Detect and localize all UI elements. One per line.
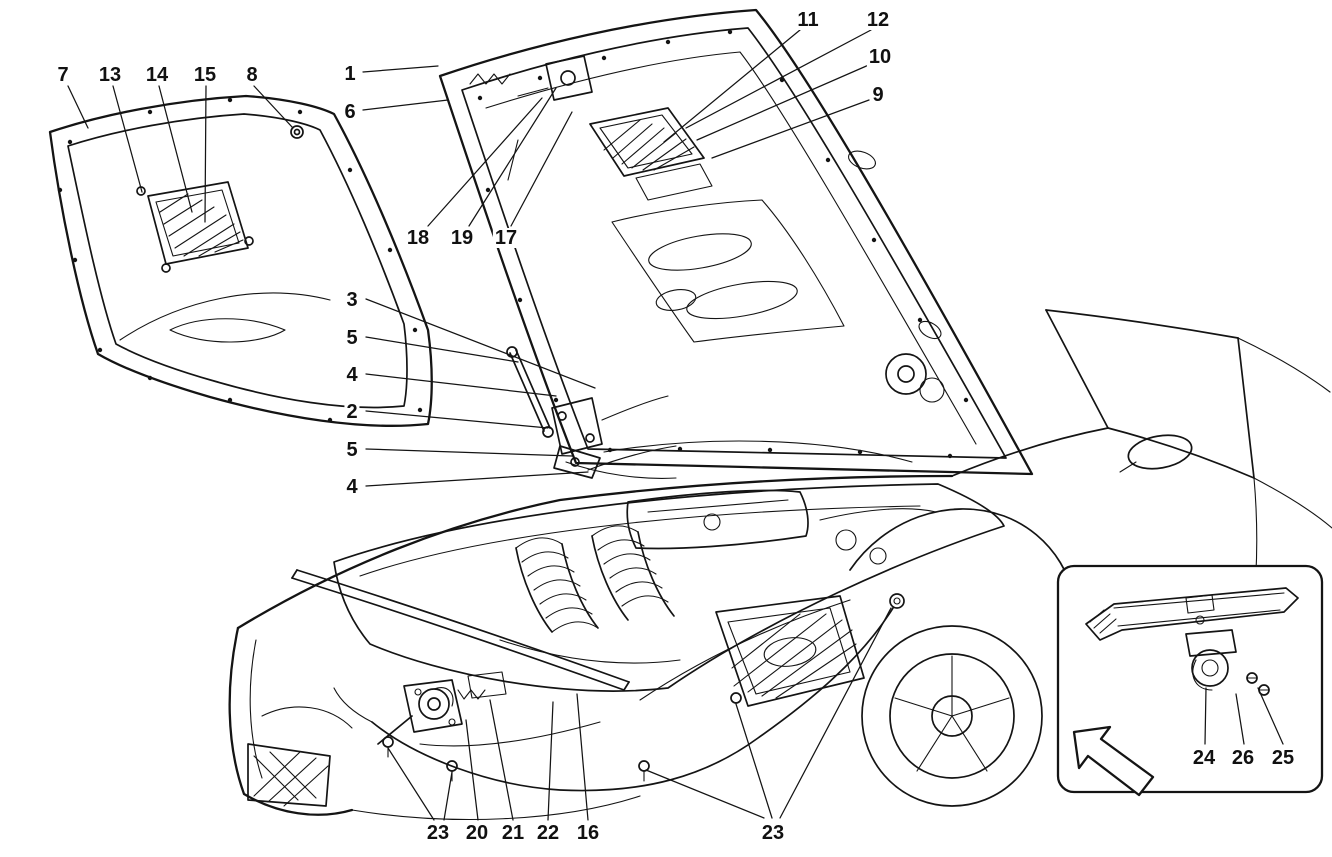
callout-21: 21: [499, 822, 527, 844]
callout-9: 9: [870, 84, 886, 106]
grille-hatch: [159, 193, 244, 257]
insulation-panel: [48, 94, 433, 427]
callout-7: 7: [55, 64, 71, 86]
engine: [499, 440, 937, 664]
callout-2: 2: [344, 401, 360, 423]
callout-4b: 4: [344, 476, 360, 498]
callout-14: 14: [143, 64, 171, 86]
callout-3: 3: [344, 289, 360, 311]
callout-23b: 23: [759, 822, 787, 844]
inset-latch-part: [1185, 594, 1270, 696]
panel-rivets: [57, 97, 423, 423]
callout-12: 12: [864, 9, 892, 31]
callout-6: 6: [342, 101, 358, 123]
hood-striker: [469, 55, 593, 181]
callout-26: 26: [1229, 747, 1257, 769]
callout-19: 19: [448, 227, 476, 249]
bonnet-panel: [438, 8, 1034, 476]
grommet: [290, 125, 304, 139]
callout-20: 20: [463, 822, 491, 844]
direction-arrow-icon: [1072, 725, 1155, 797]
bonnet-ribs: [611, 150, 945, 403]
callout-4a: 4: [344, 364, 360, 386]
latch-assembly: [333, 671, 507, 745]
callout-5b: 5: [344, 439, 360, 461]
bonnet-grille: [589, 107, 713, 201]
leader-lines: [67, 29, 1284, 821]
callout-5a: 5: [344, 327, 360, 349]
car-body: [228, 309, 1332, 821]
callout-8: 8: [244, 64, 260, 86]
release-cable: [371, 593, 905, 792]
side-mirror: [1127, 434, 1193, 470]
seal-strip: [291, 569, 630, 691]
hinge-strut-assembly: [506, 346, 677, 479]
rear-wheel: [861, 625, 1043, 807]
callout-10: 10: [866, 46, 894, 68]
callout-23a: 23: [424, 822, 452, 844]
headlamp: [715, 595, 865, 707]
bonnet-rivets: [477, 29, 969, 459]
front-bumper: [228, 626, 641, 821]
callout-11: 11: [795, 9, 821, 31]
callout-18: 18: [404, 227, 432, 249]
callout-24: 24: [1190, 747, 1218, 769]
callout-15: 15: [191, 64, 219, 86]
callout-1: 1: [342, 63, 358, 85]
callout-13: 13: [96, 64, 124, 86]
callout-22: 22: [534, 822, 562, 844]
callout-16: 16: [574, 822, 602, 844]
callout-17: 17: [492, 227, 520, 249]
inset-detail-box: [1056, 564, 1324, 797]
inset-rail-part: [1085, 587, 1299, 641]
callout-25: 25: [1269, 747, 1297, 769]
